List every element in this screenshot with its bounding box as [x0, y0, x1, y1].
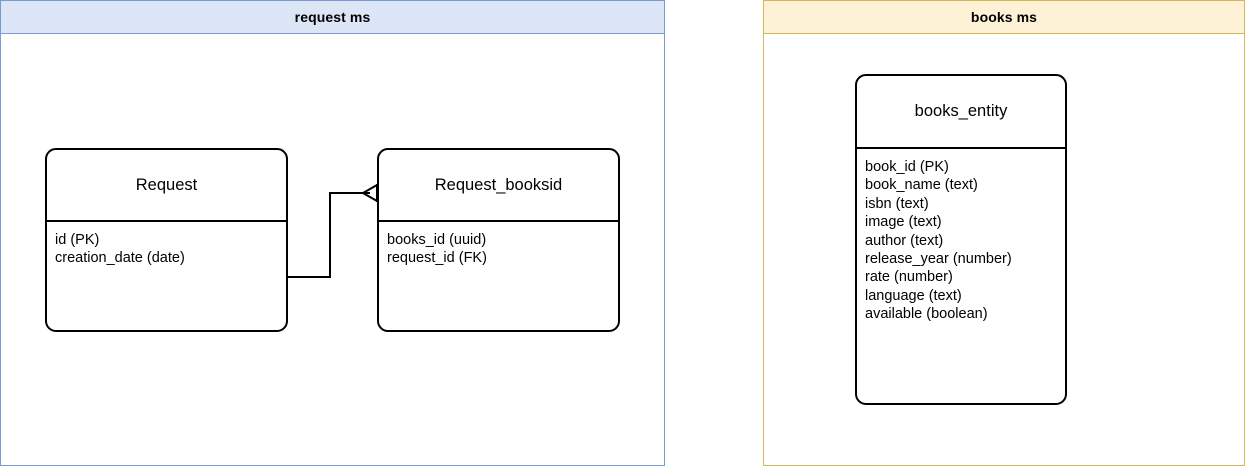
- entity-books-entity[interactable]: books_entity book_id (PK) book_name (tex…: [855, 74, 1067, 405]
- entity-title-request: Request: [47, 150, 286, 222]
- attribute-row: isbn (text): [865, 195, 929, 212]
- entity-title-request-booksid: Request_booksid: [379, 150, 618, 222]
- entity-request-booksid[interactable]: Request_booksid books_id (uuid) request_…: [377, 148, 620, 332]
- attribute-row: id (PK): [55, 232, 100, 248]
- attribute-row: author (text): [865, 232, 944, 249]
- attribute-row: request_id (FK): [387, 250, 487, 267]
- attribute-row: book_id (PK): [865, 159, 949, 175]
- entity-title-books-entity: books_entity: [857, 76, 1065, 149]
- attribute-row: books_id (uuid): [387, 232, 487, 248]
- entity-attributes-request: id (PK) creation_date (date): [47, 222, 286, 268]
- attribute-row: book_name (text): [865, 177, 978, 194]
- entity-attributes-books-entity: book_id (PK) book_name (text) isbn (text…: [857, 149, 1065, 324]
- attribute-row: language (text): [865, 287, 962, 304]
- attribute-row: creation_date (date): [55, 250, 185, 267]
- attribute-row: available (boolean): [865, 306, 988, 323]
- attribute-row: image (text): [865, 214, 942, 231]
- panel-body-request-ms: [0, 34, 665, 466]
- panel-title-request-ms: request ms: [0, 0, 665, 34]
- panel-body-books-ms: [763, 34, 1245, 466]
- attribute-row: release_year (number): [865, 251, 1012, 268]
- attribute-row: rate (number): [865, 269, 953, 286]
- panel-title-books-ms: books ms: [763, 0, 1245, 34]
- entity-request[interactable]: Request id (PK) creation_date (date): [45, 148, 288, 332]
- entity-attributes-request-booksid: books_id (uuid) request_id (FK): [379, 222, 618, 268]
